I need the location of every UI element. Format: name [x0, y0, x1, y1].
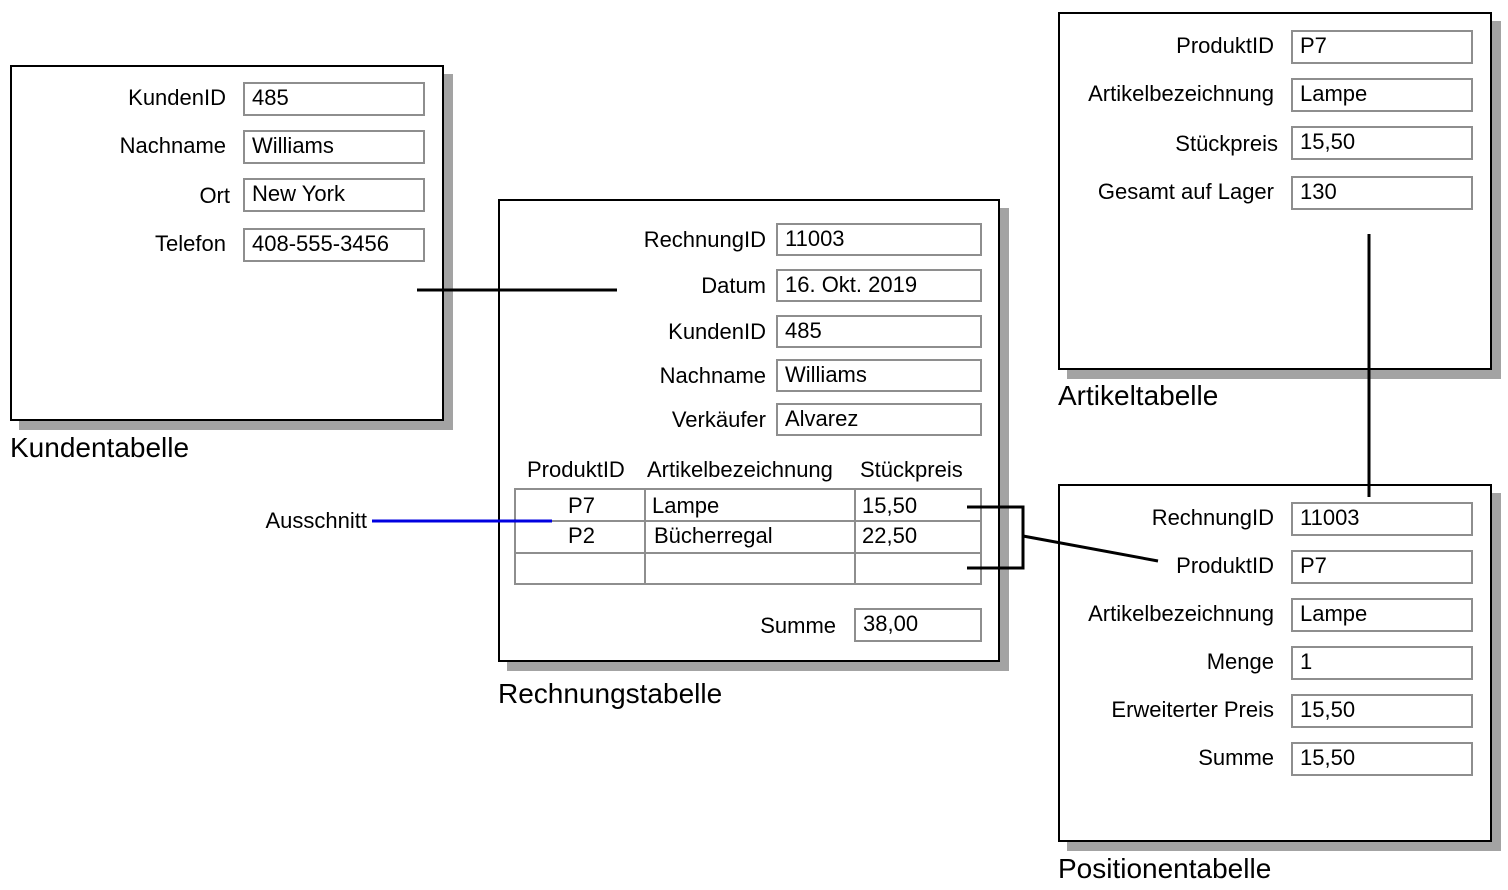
customer-city-label: Ort — [199, 183, 230, 208]
column-header-unit-price: Stückpreis — [860, 457, 963, 482]
customer-phone-field[interactable]: 408-555-3456 — [243, 228, 425, 262]
row2-unit-price: 22,50 — [862, 523, 918, 548]
invoice-lastname-label: Nachname — [659, 363, 766, 388]
bracket-to-position-connector — [1022, 534, 1159, 563]
customer-id-label: KundenID — [128, 85, 226, 110]
row2-article-name: Bücherregal — [654, 523, 773, 548]
line-items-bracket — [967, 505, 1025, 570]
line-items-grid: P7 Lampe 15,50 P2 Bücherregal 22,50 — [514, 488, 982, 585]
position-total-label: Summe — [1198, 745, 1274, 770]
column-header-product-id: ProduktID — [527, 457, 625, 482]
article-product-id-label: ProduktID — [1176, 33, 1274, 58]
invoice-seller-field[interactable]: Alvarez — [776, 403, 982, 436]
position-product-id-label: ProduktID — [1176, 553, 1274, 578]
position-total-field[interactable]: 15,50 — [1291, 742, 1473, 776]
invoice-customer-id-field[interactable]: 485 — [776, 315, 982, 348]
invoice-total-field[interactable]: 38,00 — [854, 608, 982, 642]
article-stock-label: Gesamt auf Lager — [1097, 179, 1274, 204]
invoice-lastname-field[interactable]: Williams — [776, 359, 982, 392]
position-quantity-field[interactable]: 1 — [1291, 646, 1473, 680]
customer-city-field[interactable]: New York — [243, 178, 425, 212]
article-stock-field[interactable]: 130 — [1291, 176, 1473, 210]
position-invoice-id-label: RechnungID — [1151, 505, 1274, 530]
row1-product-id: P7 — [568, 493, 595, 518]
position-article-name-field[interactable]: Lampe — [1291, 598, 1473, 632]
position-invoice-id-field[interactable]: 11003 — [1291, 502, 1473, 536]
article-name-label: Artikelbezeichnung — [1088, 81, 1274, 106]
article-unit-price-label: Stückpreis — [1175, 131, 1278, 156]
customer-lastname-label: Nachname — [119, 133, 226, 158]
invoice-customer-id-label: KundenID — [668, 319, 766, 344]
article-product-id-field[interactable]: P7 — [1291, 30, 1473, 64]
position-extended-price-label: Erweiterter Preis — [1111, 697, 1274, 722]
invoice-table-caption: Rechnungstabelle — [498, 678, 723, 709]
invoice-date-label: Datum — [701, 273, 766, 298]
customer-table-caption: Kundentabelle — [10, 432, 190, 463]
article-unit-price-field[interactable]: 15,50 — [1291, 126, 1473, 160]
article-table-caption: Artikeltabelle — [1058, 380, 1219, 411]
customer-phone-label: Telefon — [155, 231, 226, 256]
customer-lastname-field[interactable]: Williams — [243, 130, 425, 164]
grid-lines — [516, 490, 980, 583]
article-name-field[interactable]: Lampe — [1291, 78, 1473, 112]
invoice-id-field[interactable]: 11003 — [776, 223, 982, 256]
position-table-caption: Positionentabelle — [1058, 853, 1272, 884]
position-extended-price-field[interactable]: 15,50 — [1291, 694, 1473, 728]
row1-article-name: Lampe — [652, 493, 720, 518]
invoice-total-label: Summe — [760, 613, 836, 638]
position-quantity-label: Menge — [1206, 649, 1274, 674]
position-product-id-field[interactable]: P7 — [1291, 550, 1473, 584]
invoice-date-field[interactable]: 16. Okt. 2019 — [776, 269, 982, 302]
row2-product-id: P2 — [568, 523, 595, 548]
invoice-seller-label: Verkäufer — [671, 407, 766, 432]
customer-id-field[interactable]: 485 — [243, 82, 425, 116]
row1-unit-price: 15,50 — [862, 493, 918, 518]
position-article-name-label: Artikelbezeichnung — [1088, 601, 1274, 626]
invoice-id-label: RechnungID — [643, 227, 766, 252]
excerpt-label: Ausschnitt — [265, 508, 368, 533]
column-header-article-name: Artikelbezeichnung — [647, 457, 833, 482]
